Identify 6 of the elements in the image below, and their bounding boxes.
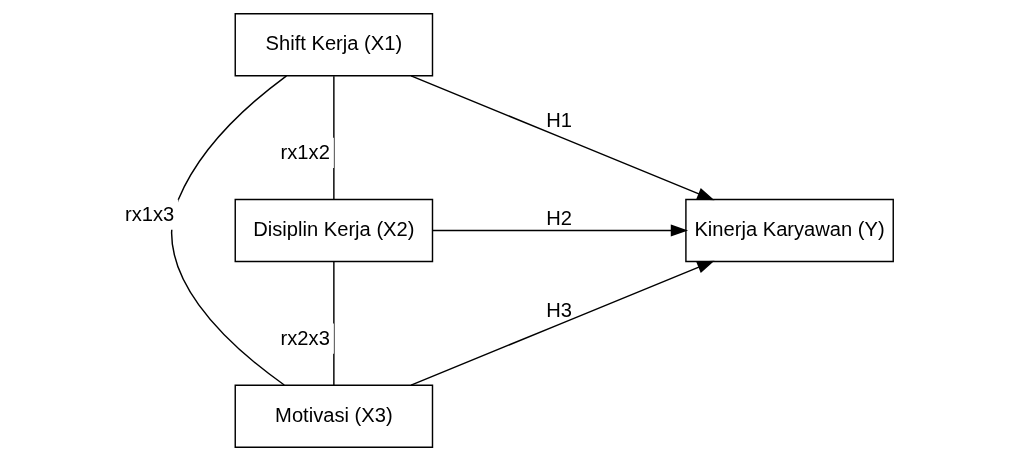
edge-label: rx1x2 — [280, 140, 330, 163]
edge-label: H2 — [546, 207, 573, 230]
edge-label: rx2x3 — [280, 326, 330, 349]
edge-label: H1 — [546, 109, 573, 132]
edge-label: H3 — [546, 299, 573, 322]
edge-label: rx1x3 — [125, 202, 175, 225]
